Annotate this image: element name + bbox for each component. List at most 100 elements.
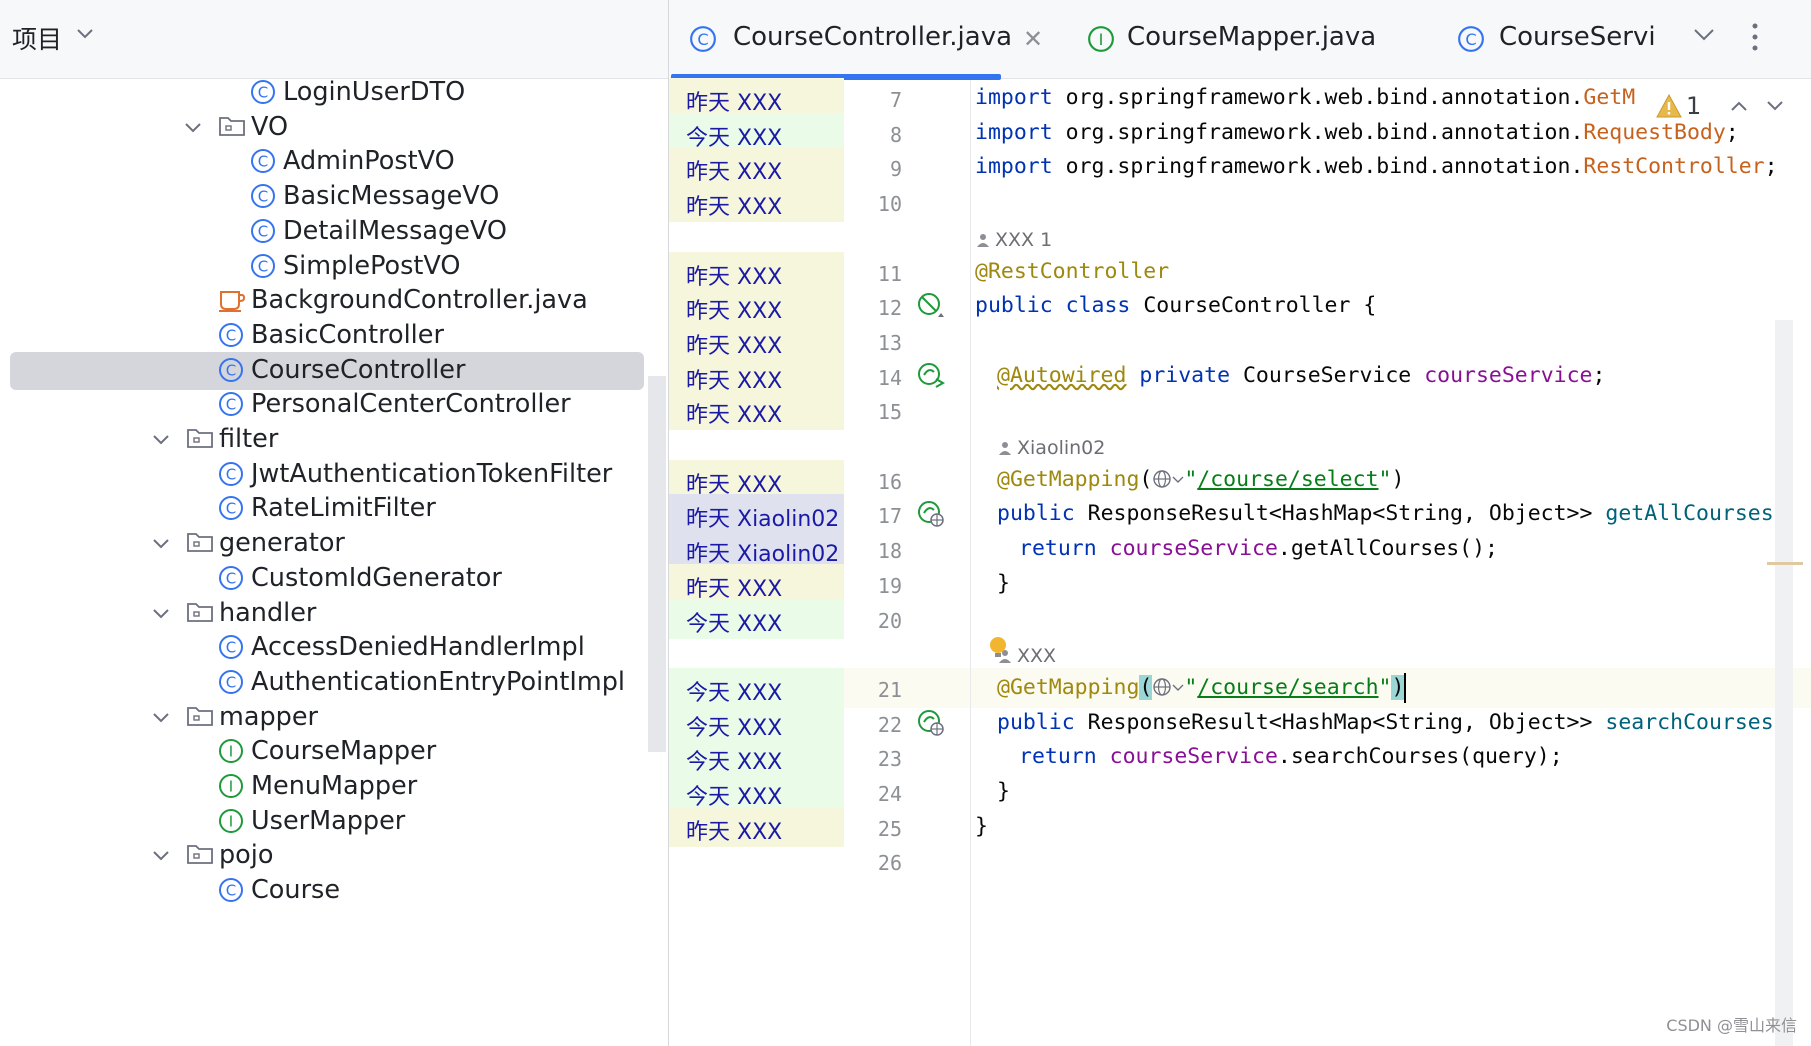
blame-annotation[interactable]: 昨天 XXX (669, 320, 844, 361)
code-token: @RestController (975, 258, 1170, 284)
blame-annotation[interactable]: 昨天 Xiaolin02 (669, 529, 844, 570)
chevron-down-icon[interactable] (152, 605, 170, 624)
chevron-down-icon[interactable] (152, 431, 170, 450)
blame-text: 昨天 XXX (686, 576, 783, 602)
code-line[interactable]: } (997, 564, 1010, 604)
tab-courseservice[interactable]: C CourseServic (1457, 0, 1657, 78)
tree-item-label: filter (219, 424, 279, 454)
code-token: (query) (1459, 744, 1550, 770)
code-line[interactable]: @Autowired private CourseService courseS… (997, 362, 1606, 388)
tree-item[interactable]: generator (10, 525, 644, 563)
blame-annotation[interactable]: 今天 XXX (669, 737, 844, 778)
tree-item[interactable]: handler (10, 595, 644, 633)
chevron-down-icon[interactable] (152, 535, 170, 554)
user-icon (999, 442, 1011, 455)
chevron-down-icon[interactable] (184, 119, 202, 138)
code-line[interactable]: @RestController (975, 252, 1169, 292)
code-line[interactable]: public ResponseResult<HashMap<String, Ob… (997, 494, 1787, 534)
endpoint-url[interactable]: /course/select (1197, 466, 1379, 492)
blame-annotation[interactable]: 今天 XXX (669, 598, 844, 639)
blame-annotation[interactable]: 今天 XXX (669, 667, 844, 708)
code-line[interactable]: return courseService.getAllCourses(); (1019, 536, 1498, 562)
more-vertical-icon[interactable] (1751, 22, 1759, 52)
blame-text: 今天 XXX (686, 785, 783, 810)
tree-item[interactable]: mapper (10, 699, 644, 737)
blame-annotation[interactable]: 昨天 XXX (669, 182, 844, 223)
blame-annotation[interactable]: 昨天 XXX (669, 355, 844, 396)
blame-annotation[interactable]: 昨天 XXX (669, 78, 844, 118)
code-line[interactable]: } (997, 772, 1010, 812)
code-line[interactable]: return courseService.searchCourses(query… (1019, 744, 1563, 770)
tree-item[interactable]: pojo (10, 837, 644, 875)
blame-annotation[interactable]: 昨天 XXX (669, 459, 844, 500)
chevron-down-icon[interactable] (152, 709, 170, 728)
bean-nav-icon[interactable] (916, 361, 946, 395)
tab-coursecontroller[interactable]: C CourseController.java (689, 0, 1019, 78)
author-inlay-hint[interactable]: Xiaolin02 (997, 437, 1105, 459)
next-highlight-icon[interactable] (1766, 100, 1784, 112)
blame-annotation[interactable]: 昨天 Xiaolin02 (669, 494, 844, 535)
close-tab-icon[interactable]: ✕ (1023, 25, 1044, 53)
project-tree-scrollbar[interactable] (648, 376, 666, 752)
code-line[interactable]: @GetMapping("/course/select") (997, 466, 1405, 492)
blame-annotation[interactable]: 今天 XXX (669, 112, 844, 153)
code-token: CourseController (1143, 293, 1351, 319)
blame-annotation[interactable]: 昨天 XXX (669, 251, 844, 292)
code-token: @Autowired (997, 362, 1127, 388)
chevron-down-icon[interactable] (76, 28, 94, 40)
endpoint-icon[interactable] (916, 499, 946, 533)
chevron-down-icon[interactable] (152, 847, 170, 866)
blame-annotation[interactable]: 今天 XXX (669, 772, 844, 812)
blame-annotation[interactable]: 昨天 XXX (669, 390, 844, 431)
code-area[interactable]: import org.springframework.web.bind.anno… (969, 80, 1811, 1046)
line-number: 17 (877, 504, 902, 529)
blame-annotation[interactable]: 昨天 XXX (669, 806, 844, 847)
blame-annotation[interactable]: 昨天 XXX (669, 563, 844, 604)
blame-text: 昨天 Xiaolin02 (686, 507, 840, 533)
svg-text:C: C (226, 882, 236, 900)
endpoint-url[interactable]: /course/search (1197, 674, 1379, 700)
project-view-selector[interactable]: 项目 (12, 25, 63, 54)
bean-icon[interactable] (916, 291, 946, 325)
blame-annotation[interactable]: 昨天 XXX (669, 286, 844, 327)
editor-scrollbar[interactable] (1775, 320, 1793, 1046)
tree-item-label: RateLimitFilter (251, 493, 436, 524)
code-line[interactable]: import org.springframework.web.bind.anno… (975, 80, 1635, 118)
tree-item[interactable]: VO (10, 109, 644, 147)
tab-coursemapper[interactable]: I CourseMapper.java (1087, 0, 1387, 78)
scroll-marker (1767, 562, 1803, 565)
code-line[interactable]: public class CourseController { (975, 286, 1376, 326)
code-line[interactable]: import org.springframework.web.bind.anno… (975, 147, 1778, 187)
blame-annotation[interactable]: 昨天 XXX (669, 147, 844, 188)
chevron-down-icon[interactable] (1693, 28, 1715, 42)
author-inlay-hint[interactable]: XXX (990, 637, 1056, 667)
blame-annotation[interactable]: 今天 XXX (669, 702, 844, 743)
tree-item-label: AdminPostVO (283, 146, 455, 177)
author-inlay-hint[interactable]: XXX 1 (975, 229, 1052, 251)
code-token: getAllCourses (1290, 536, 1460, 562)
code-line[interactable]: import org.springframework.web.bind.anno… (975, 113, 1739, 153)
previous-highlight-icon[interactable] (1730, 100, 1748, 112)
endpoint-icon[interactable] (916, 708, 946, 742)
tree-item[interactable]: BackgroundController.java (10, 282, 644, 320)
code-line[interactable]: @GetMapping("/course/search") (997, 668, 1407, 708)
tree-item[interactable]: filter (10, 421, 644, 459)
code-line[interactable]: } (975, 807, 988, 847)
